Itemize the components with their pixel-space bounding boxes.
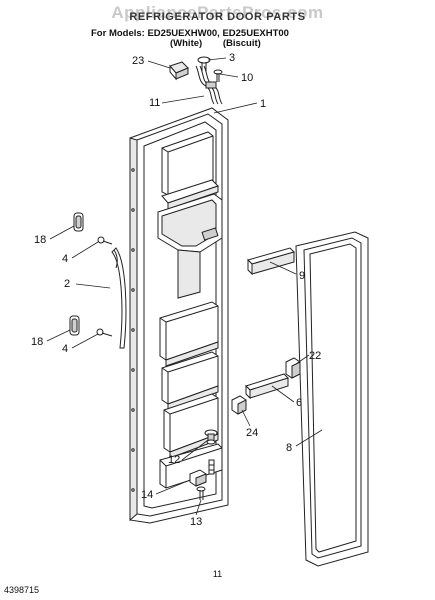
callout-10: 10 — [241, 72, 253, 84]
variant-white: (White) — [170, 38, 203, 49]
handle-cap-upper — [73, 212, 84, 232]
freezer-door-part — [129, 107, 229, 524]
screw-part-10 — [213, 69, 223, 82]
connector-part — [169, 61, 189, 81]
model-numbers: For Models: ED25UEXHW00, ED25UEXHT00 — [91, 28, 289, 39]
callout-4-upper: 4 — [62, 253, 68, 265]
model-variants: (White) (Biscuit) — [170, 38, 320, 49]
callout-23: 23 — [132, 55, 144, 67]
diagram-title: REFRIGERATOR DOOR PARTS — [129, 11, 306, 23]
hinge-block-part — [189, 469, 207, 487]
handle-screw-lower — [96, 328, 113, 337]
hinge-pin-part — [208, 459, 215, 475]
shelf-rail-part-6 — [245, 373, 289, 400]
clip-part-22 — [285, 357, 301, 379]
callout-18-lower: 18 — [31, 336, 43, 348]
clip-part-24 — [231, 395, 247, 415]
door-gasket-part — [295, 231, 369, 567]
callout-13: 13 — [190, 516, 202, 528]
callout-24: 24 — [246, 427, 258, 439]
watermark: AppliancePartsPros.com — [111, 3, 324, 22]
hinge-bushing-part — [204, 429, 218, 445]
handle-screw-upper — [97, 236, 113, 245]
callout-14: 14 — [141, 489, 153, 501]
document-number: 4398715 — [4, 585, 40, 595]
callout-11: 11 — [149, 97, 160, 109]
callout-4-lower: 4 — [62, 343, 68, 355]
callout-18-upper: 18 — [34, 234, 46, 246]
handle-cap-lower — [69, 315, 80, 336]
leader-lines — [46, 57, 323, 516]
wire-harness-part — [195, 65, 223, 105]
variant-biscuit: (Biscuit) — [222, 38, 261, 49]
callout-2: 2 — [64, 278, 70, 290]
callout-3: 3 — [229, 52, 235, 64]
callout-22: 22 — [309, 350, 321, 362]
callout-9: 9 — [299, 270, 305, 282]
callout-1: 1 — [260, 98, 266, 110]
hinge-screw-part — [196, 486, 206, 500]
door-handle-part — [111, 247, 127, 349]
callout-labels: 23 3 10 11 1 18 4 2 9 18 4 22 6 24 12 8 … — [31, 52, 321, 528]
callout-6: 6 — [296, 397, 302, 409]
page-number: 11 — [212, 569, 223, 579]
door-edge-fasteners — [131, 168, 135, 492]
screw-part-3 — [197, 56, 211, 72]
callout-12: 12 — [168, 454, 180, 466]
callout-8: 8 — [286, 442, 292, 454]
